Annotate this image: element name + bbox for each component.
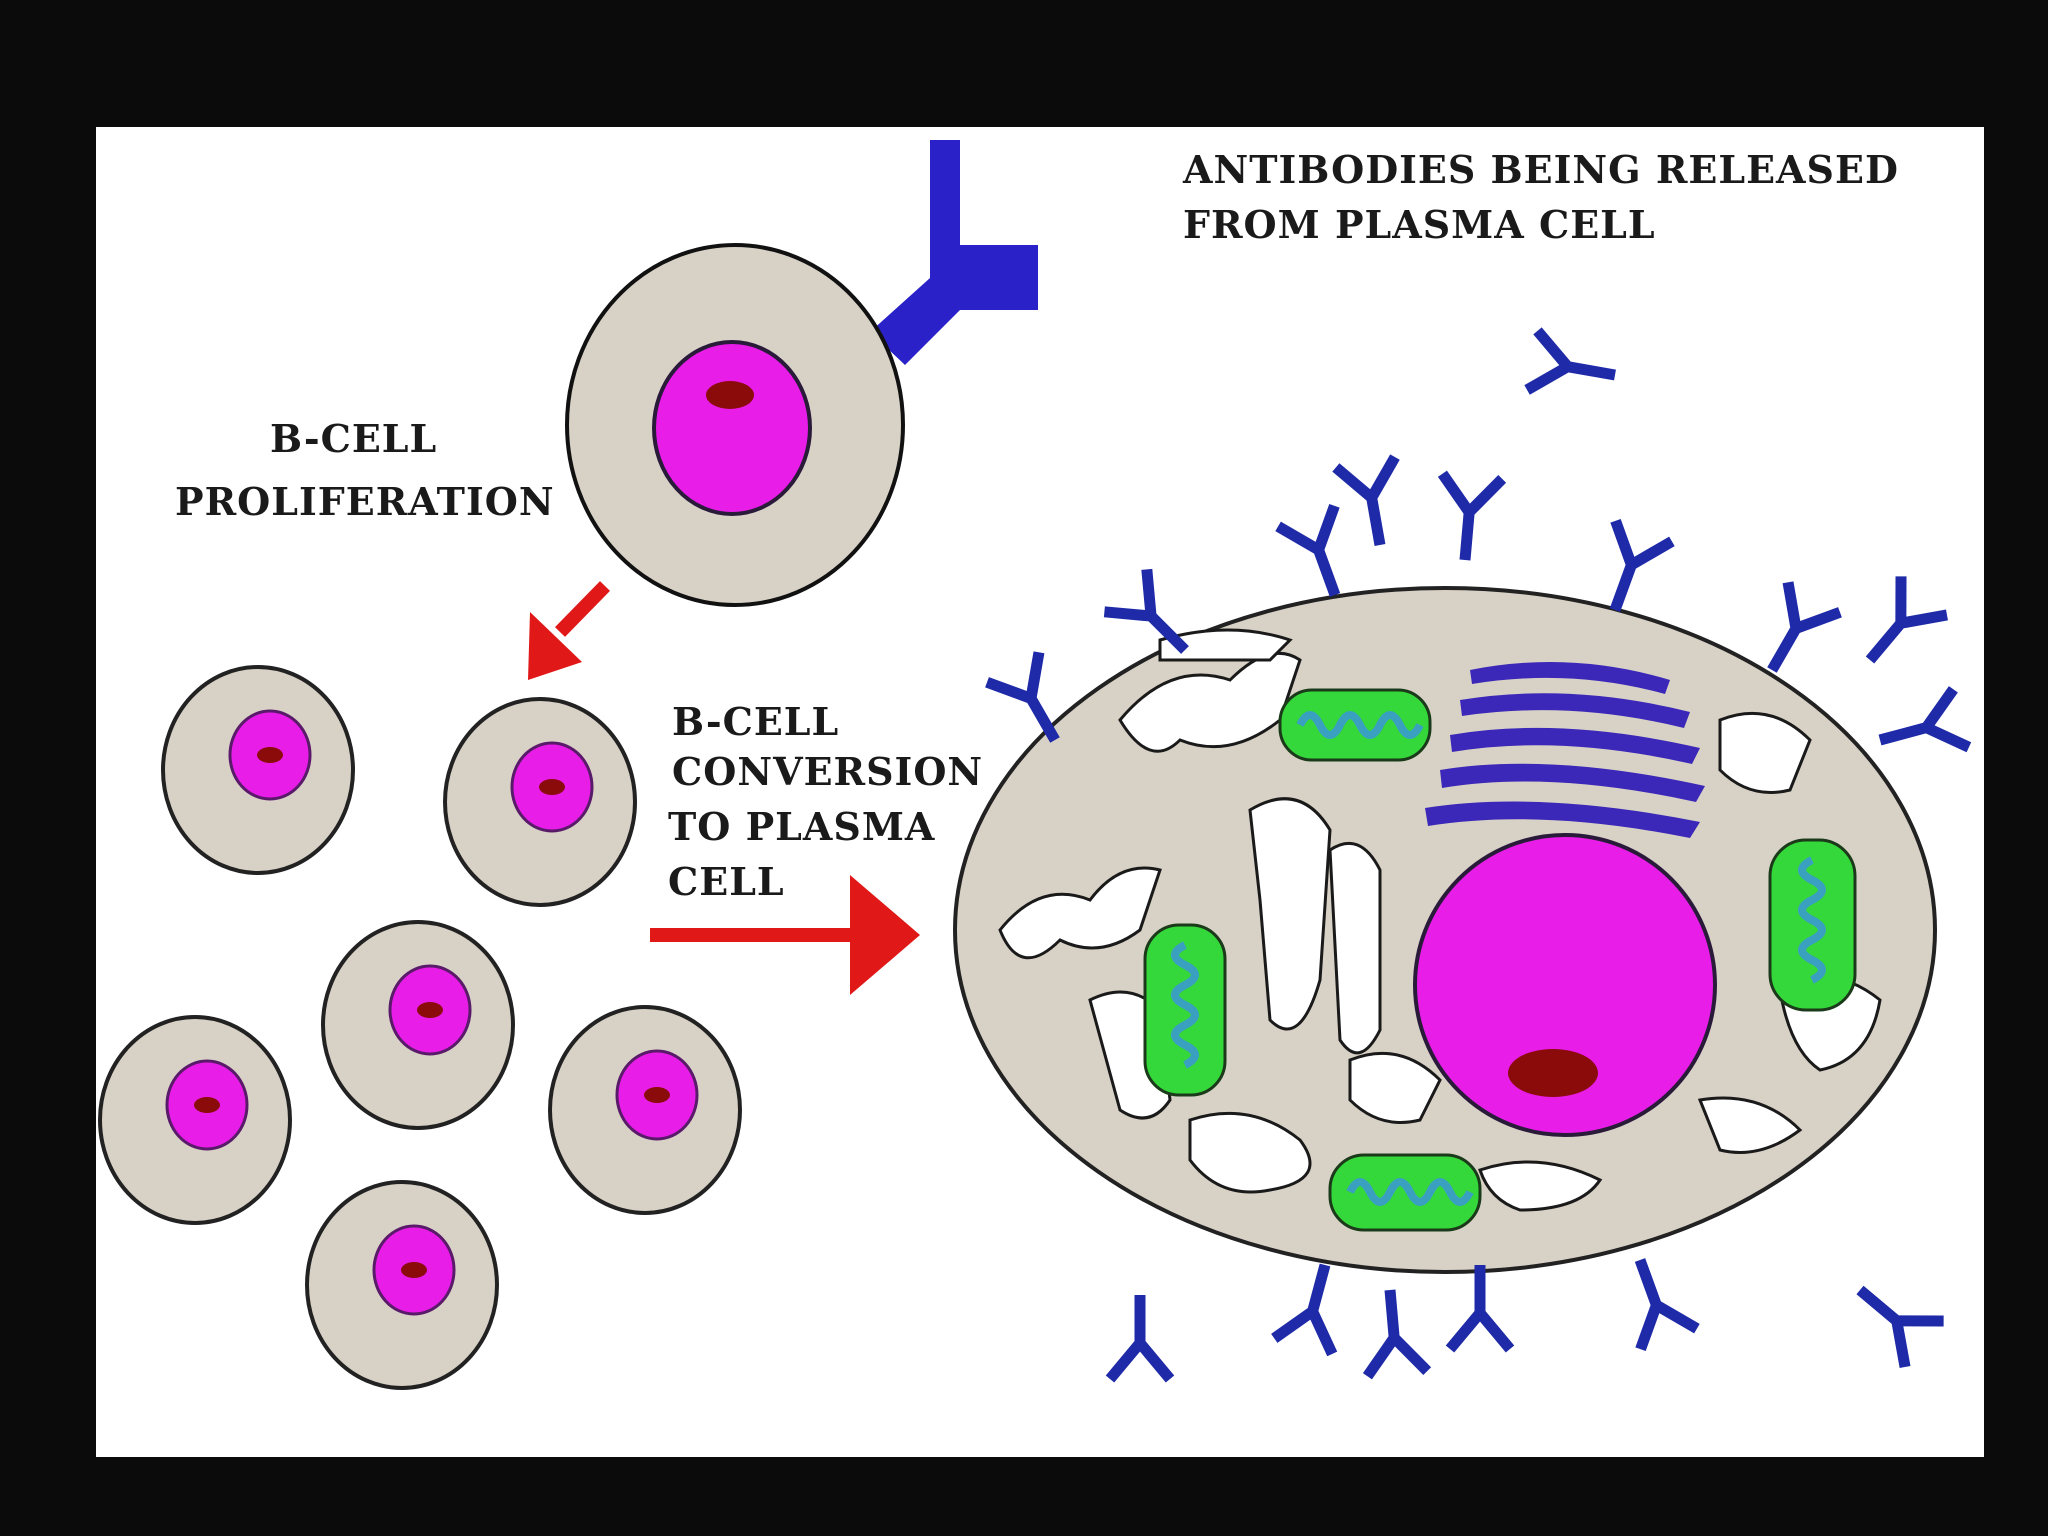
b-cell-icon: [321, 920, 515, 1130]
plasma-cell-icon: [953, 586, 1937, 1274]
b-cell-icon: [161, 665, 355, 875]
mitochondrion: [1328, 1153, 1482, 1232]
endoplasmic-reticulum: [998, 628, 1882, 1212]
b-cell-icon: [443, 697, 637, 907]
antibodies-label: ANTIBODIES BEING RELEASED FROM PLASMA CE…: [1182, 147, 1913, 247]
b-cell-icon: [305, 1180, 499, 1390]
red-arrow-icon: [650, 875, 920, 995]
proliferated-b-cells: [98, 665, 742, 1390]
b-cell-icon: [548, 1005, 742, 1215]
proliferation-label: B-CELL PROLIFERATION: [175, 416, 555, 524]
mitochondrion: [1143, 923, 1227, 1097]
activated-b-cell: [565, 140, 1038, 607]
b-cell-icon: [98, 1015, 292, 1225]
conversion-label: B-CELL CONVERSION TO PLASMA CELL: [668, 699, 997, 904]
nucleus: [1413, 833, 1717, 1137]
mitochondrion: [1768, 838, 1857, 1012]
nucleolus: [1508, 1049, 1598, 1097]
mitochondrion: [1278, 688, 1432, 762]
b-cell-receptor-icon: [870, 140, 1038, 365]
red-arrow-icon: [528, 581, 611, 680]
golgi-apparatus: [1425, 662, 1705, 838]
nucleus: [652, 340, 812, 516]
nucleolus: [706, 381, 754, 409]
